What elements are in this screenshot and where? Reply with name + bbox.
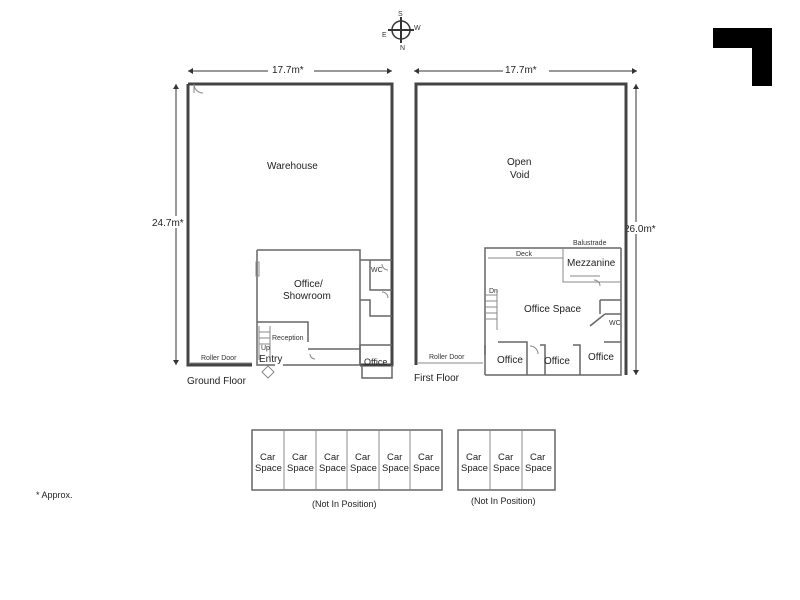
up-label: Up [261,345,270,352]
ground-stairs [258,326,271,360]
office-showroom-label-1: Office/ [294,279,323,290]
ground-width-label: 17.7m* [272,65,304,76]
car-space-label: Space [493,463,520,474]
office-showroom-label-2: Showroom [283,291,331,302]
car-space-label: Car [260,452,275,463]
parking-group-1: Car Space Car Space Car Space Car Space … [251,429,443,509]
car-space-label: Space [382,463,409,474]
car-space-label: Car [418,452,433,463]
logo-mark [713,28,772,86]
compass-e: E [382,32,387,39]
ground-depth-dimension: 24.7m* [150,84,186,365]
compass-s: S [398,11,403,18]
car-space-label: Space [350,463,377,474]
first-floor-plan: 17.7m* 26.0m* Open Void Deck [414,63,661,384]
parking-note-2: (Not In Position) [471,496,536,506]
first-width-label: 17.7m* [505,65,537,76]
ground-roller-door-label: Roller Door [201,355,237,362]
warehouse-label: Warehouse [267,161,318,172]
parking-note-1: (Not In Position) [312,499,377,509]
ground-width-dimension: 17.7m* [188,63,392,76]
mezzanine-label: Mezzanine [567,258,616,269]
car-space-label: Car [292,452,307,463]
first-office-2-label: Office [544,356,570,367]
ground-office-label: Office [364,357,387,367]
ground-depth-label: 24.7m* [152,218,184,229]
car-space-label: Car [466,452,481,463]
car-space-label: Car [355,452,370,463]
entry-label: Entry [259,354,282,365]
dn-label: Dn [489,288,498,295]
first-width-dimension: 17.7m* [414,63,637,76]
balustrade-label: Balustrade [573,240,607,247]
first-stairs [485,290,498,330]
ground-floor-title: Ground Floor [187,376,247,387]
compass-n: N [400,45,405,52]
ground-wc-label: WC [371,267,383,274]
deck-label: Deck [516,251,532,258]
void-label-1: Open [507,157,531,168]
car-space-label: Space [413,463,440,474]
parking-group-2: Car Space Car Space Car Space (Not In Po… [457,429,556,506]
void-label-2: Void [510,170,529,181]
car-space-label: Space [461,463,488,474]
first-floor-title: First Floor [414,373,460,384]
car-space-label: Car [387,452,402,463]
approx-footnote: * Approx. [36,490,73,500]
car-space-label: Car [498,452,513,463]
first-depth-dimension: 26.0m* [621,84,661,375]
first-office-3-label: Office [588,352,614,363]
first-depth-label: 26.0m* [624,224,656,235]
compass-icon: S W E N [382,11,421,52]
car-space-label: Car [324,452,339,463]
car-space-label: Space [255,463,282,474]
first-wc-label: WC [609,320,621,327]
office-space-label: Office Space [524,304,582,315]
compass-w: W [414,25,421,32]
ground-floor-plan: 17.7m* 24.7m* [150,63,394,387]
first-roller-door-label: Roller Door [429,354,465,361]
car-space-label: Car [530,452,545,463]
car-space-label: Space [287,463,314,474]
first-office-1-label: Office [497,355,523,366]
car-space-label: Space [319,463,346,474]
reception-label: Reception [272,335,304,342]
car-space-label: Space [525,463,552,474]
